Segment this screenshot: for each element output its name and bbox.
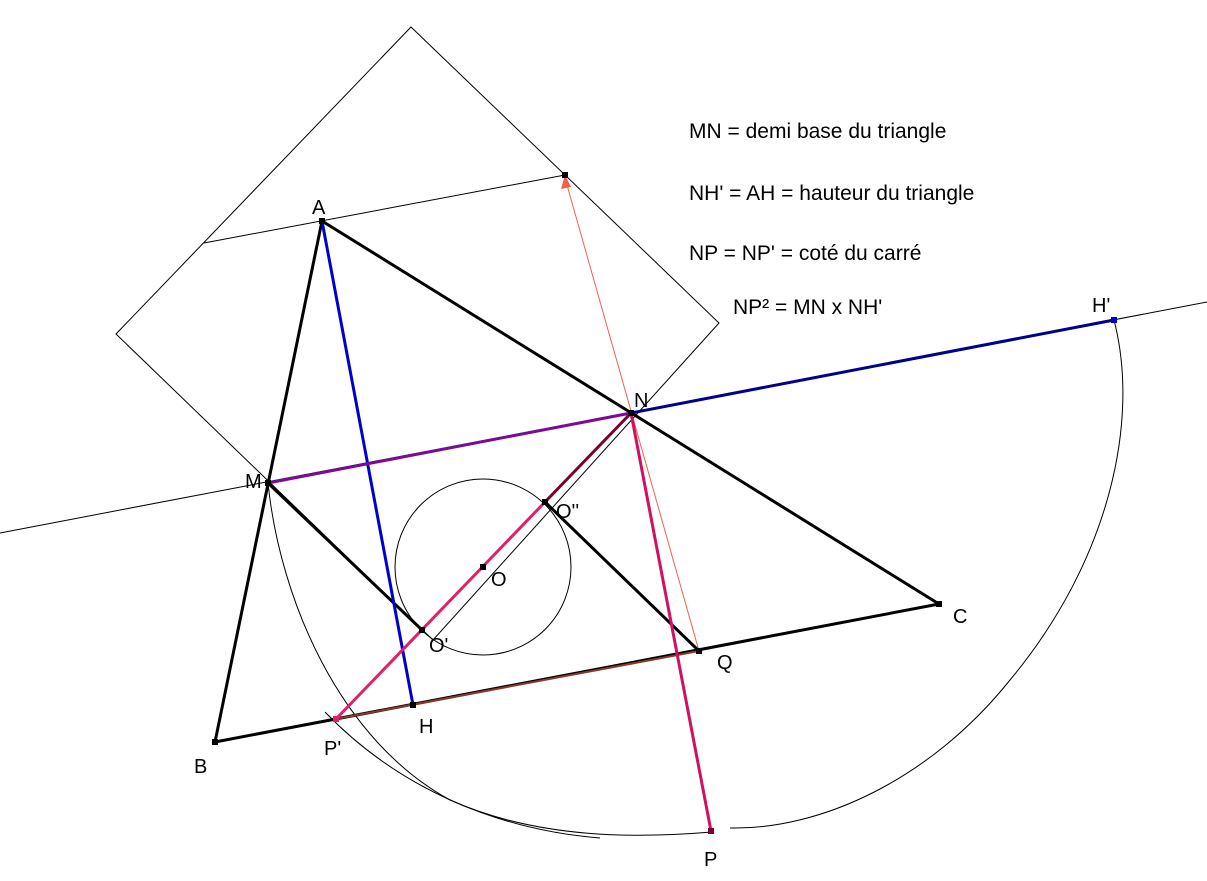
label-O: O — [491, 569, 507, 591]
label-O-double-prime: O'' — [556, 501, 579, 523]
label-H: H — [419, 716, 433, 738]
note-np: NP = NP' = coté du carré — [689, 242, 921, 265]
note-np-squared: NP² = MN x NH' — [733, 296, 882, 319]
point-markers — [212, 172, 1117, 834]
arc-H-prime-to-P — [729, 319, 1124, 829]
arrow-head — [561, 175, 571, 189]
point-O-double-prime — [542, 499, 548, 505]
point-H-prime — [1111, 317, 1117, 323]
arc-M-to-P — [267, 482, 713, 836]
point-H — [410, 702, 416, 708]
point-P — [708, 828, 714, 834]
point-labels: A B C M N H H' O O' O'' Q P P' — [194, 197, 1110, 871]
label-P: P — [704, 849, 717, 871]
note-mn: MN = demi base du triangle — [689, 120, 946, 143]
point-N — [628, 410, 634, 416]
label-H-prime: H' — [1092, 295, 1110, 317]
point-A — [319, 218, 325, 224]
label-C: C — [953, 606, 967, 628]
square-construction — [115, 26, 720, 641]
label-P-prime: P' — [324, 738, 341, 760]
segment-M-O-prime — [266, 481, 424, 632]
segment-P-prime-O-double-prime — [334, 500, 547, 721]
label-Q: Q — [717, 652, 733, 674]
label-M: M — [245, 471, 262, 493]
inscribed-circle — [394, 478, 572, 656]
segment-MN — [267, 411, 632, 485]
label-A: A — [312, 197, 326, 219]
point-P-prime — [333, 716, 339, 722]
note-nh-prime: NH' = AH = hauteur du triangle — [689, 182, 974, 205]
point-M — [265, 480, 271, 486]
point-B — [212, 739, 218, 745]
point-Q — [696, 648, 702, 654]
construction-lines — [0, 26, 1207, 839]
segment-O-double-prime-N — [543, 411, 633, 504]
point-O — [480, 564, 486, 570]
segment-NP — [629, 412, 713, 832]
label-B: B — [194, 756, 207, 778]
point-C — [936, 601, 942, 607]
segment-P-prime-Q — [335, 650, 700, 720]
label-N: N — [634, 390, 648, 412]
point-O-prime — [419, 627, 425, 633]
point-top — [562, 172, 568, 178]
segment-NH-prime — [630, 318, 1115, 415]
line-through-A — [203, 174, 566, 244]
annotations: MN = demi base du triangle NH' = AH = ha… — [689, 120, 974, 319]
segment-O-double-prime-Q — [543, 500, 701, 653]
label-O-prime: O' — [429, 635, 448, 657]
arc-P-prime — [324, 711, 601, 839]
